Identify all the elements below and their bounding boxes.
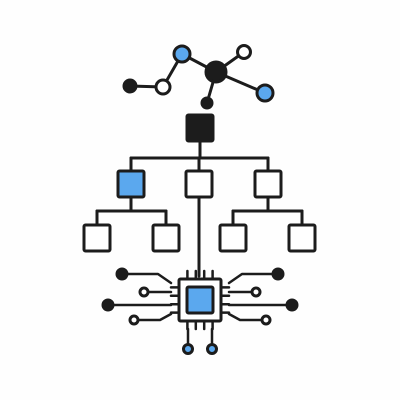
chip-trace-terminal: [260, 314, 272, 326]
chip-bottom-terminal: [206, 343, 218, 355]
graph-node-dark-left: [122, 78, 138, 94]
graph-node-blue-right: [255, 83, 275, 103]
chip-trace-right: [227, 272, 280, 285]
tree-level2-node: [151, 223, 181, 253]
tree-level2-node: [287, 223, 317, 253]
chip-trace-terminal: [138, 286, 150, 298]
chip-trace-terminal: [115, 267, 129, 281]
graph-node-dark-bottom: [200, 96, 214, 110]
chip-die: [185, 285, 215, 315]
chip-trace-left: [132, 312, 173, 322]
tree-level2-node: [82, 223, 112, 253]
tree-level1-node: [116, 169, 146, 199]
chip-trace-terminal: [128, 314, 140, 326]
chip-bottom-terminal: [182, 343, 194, 355]
hierarchy-tree-icon: [82, 113, 317, 278]
tree-level2-node: [218, 223, 248, 253]
chip-trace-terminal: [101, 298, 115, 312]
molecule-network-icon: [122, 44, 275, 110]
chip-trace-left: [120, 272, 173, 285]
chip-trace-right: [227, 312, 268, 322]
cpu-chip-icon: [101, 267, 299, 355]
graph-node-white-top-right: [236, 44, 252, 60]
chip-trace-terminal: [285, 298, 299, 312]
tree-root-node: [185, 113, 215, 143]
chip-trace-terminal: [271, 267, 285, 281]
tree-level1-node: [184, 169, 214, 199]
chip-trace-terminal: [250, 286, 262, 298]
graph-node-blue-top: [172, 44, 192, 64]
graph-node-white-left: [154, 78, 172, 96]
tree-level1-node: [253, 169, 283, 199]
graph-node-hub: [204, 60, 228, 84]
